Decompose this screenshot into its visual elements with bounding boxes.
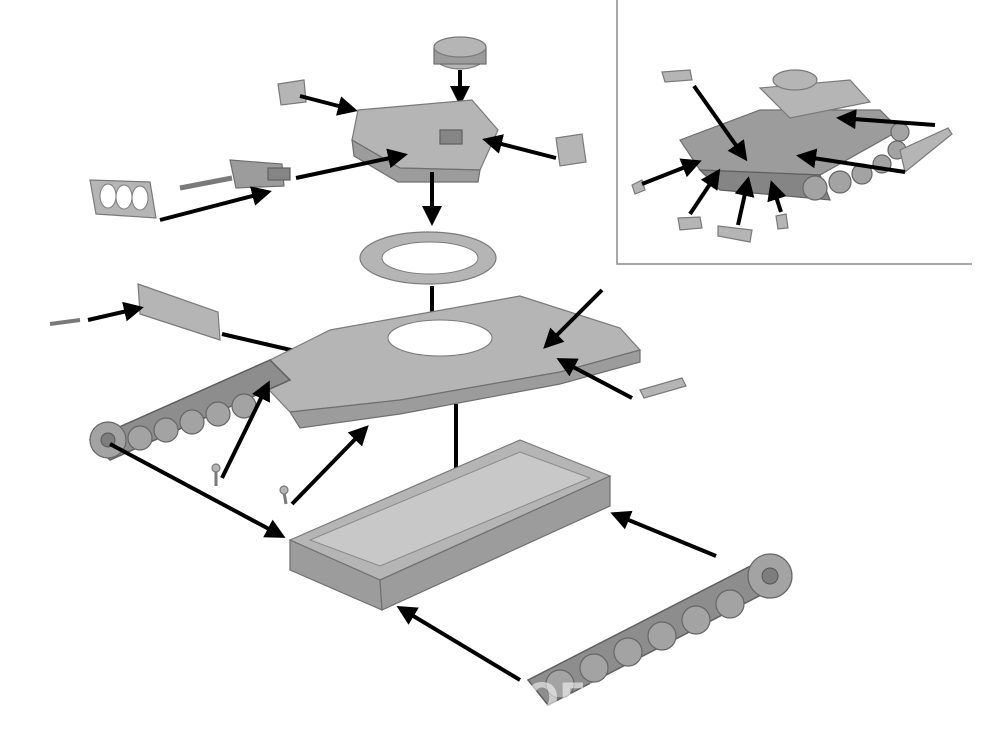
assembled-tank-inset bbox=[616, 0, 972, 265]
rear-hull-plate bbox=[137, 283, 221, 341]
inset-frame bbox=[616, 0, 972, 265]
tow-pin bbox=[49, 318, 81, 326]
antenna-peg-2 bbox=[279, 485, 289, 505]
mantlet-block bbox=[277, 79, 307, 106]
right-track-run bbox=[526, 553, 793, 706]
antenna-peg-1 bbox=[211, 463, 221, 486]
gun-mantlet-shield bbox=[89, 179, 157, 219]
small-clip-part bbox=[639, 377, 687, 399]
turret-ring bbox=[359, 231, 497, 285]
assembled-tank bbox=[631, 69, 953, 243]
lower-hull-tub bbox=[288, 439, 612, 611]
turret-hatch-cupola bbox=[433, 36, 487, 70]
main-gun-assembly bbox=[179, 159, 291, 191]
turret bbox=[351, 99, 499, 183]
watermark-text: OFD bbox=[525, 676, 620, 722]
side-hatch-block bbox=[555, 133, 587, 167]
upper-hull bbox=[249, 295, 642, 429]
left-track-run bbox=[88, 359, 292, 461]
